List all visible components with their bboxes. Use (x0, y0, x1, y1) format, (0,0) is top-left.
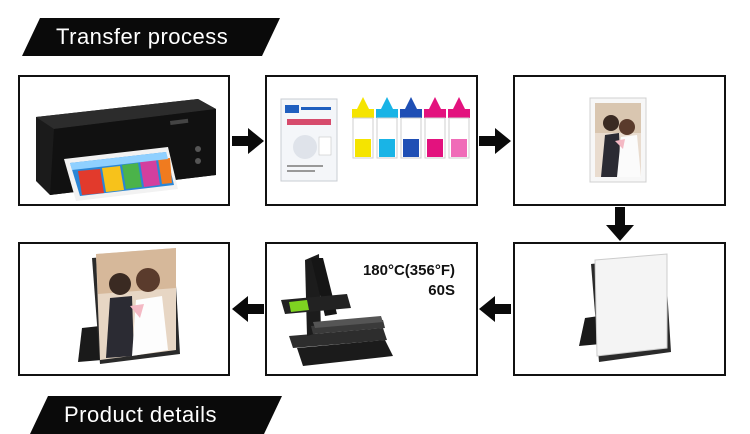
arrow-right-icon (479, 128, 511, 154)
transfer-print-icon (515, 77, 724, 204)
press-time-label: 60S (428, 282, 455, 299)
arrow-left-icon (479, 296, 511, 322)
heat-press-icon (267, 244, 476, 374)
transfer-process-title: Transfer process (56, 24, 229, 49)
step-print-box (18, 75, 230, 206)
step-transfer-print-box (513, 75, 726, 206)
step-heat-press-box (265, 242, 478, 376)
sublimation-supplies-icon (267, 77, 476, 204)
arrow-left-icon (232, 296, 264, 322)
printer-icon (20, 77, 228, 204)
press-temperature-label: 180°C(356°F) (362, 262, 455, 279)
step-finished-panel-box (18, 242, 230, 376)
finished-photo-panel-icon (20, 244, 228, 374)
product-details-banner: Product details (30, 396, 282, 434)
step-blank-panel-box (513, 242, 726, 376)
blank-photo-panel-icon (515, 244, 724, 374)
arrow-right-icon (232, 128, 264, 154)
step-supplies-box (265, 75, 478, 206)
product-details-title: Product details (64, 402, 218, 427)
arrow-down-icon (606, 207, 634, 241)
transfer-process-banner: Transfer process (22, 18, 280, 56)
